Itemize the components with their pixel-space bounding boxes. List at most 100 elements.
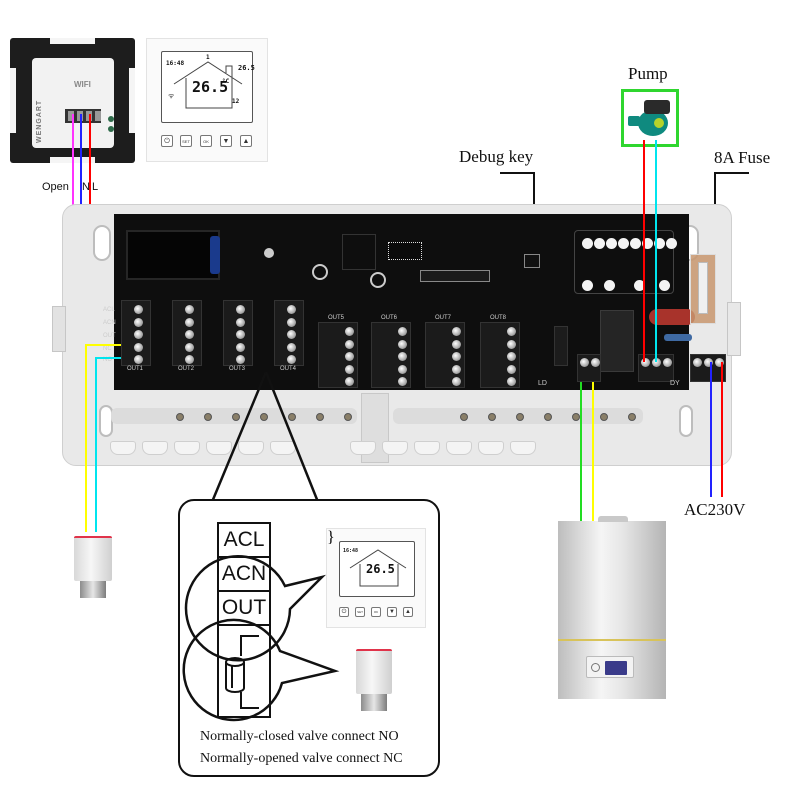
terminal-screw[interactable] [287, 355, 296, 364]
terminal-screw[interactable] [507, 364, 516, 374]
terminal-screw[interactable] [134, 355, 143, 364]
terminal-screw[interactable] [134, 330, 143, 339]
terminal-screw[interactable] [345, 377, 354, 386]
house-outline-icon [349, 549, 407, 587]
terminal-screw[interactable] [287, 330, 296, 339]
down-button[interactable]: ▼ [220, 135, 232, 147]
terminal-screw[interactable] [398, 352, 407, 361]
output-label: OUT8 [490, 315, 507, 321]
terminal-screw[interactable] [236, 305, 245, 314]
fuse-leader [714, 172, 749, 174]
terminal-screw[interactable] [236, 317, 245, 327]
clamp-screw [600, 413, 608, 421]
terminal-screw[interactable] [641, 358, 650, 367]
terminal-screw[interactable] [507, 377, 516, 386]
clamp-screw [260, 413, 268, 421]
terminal-block-out1[interactable] [121, 300, 151, 366]
mount-tab [50, 38, 95, 44]
terminal-screw[interactable] [398, 327, 407, 336]
actuator-body [356, 649, 392, 694]
terminal-screw[interactable] [507, 352, 516, 361]
terminal-block-out6[interactable] [371, 322, 411, 388]
terminal-screw[interactable] [591, 358, 600, 367]
terminal-screw[interactable] [185, 317, 194, 327]
terminal-screw[interactable] [185, 342, 194, 352]
terminal-block-out7[interactable] [425, 322, 465, 388]
wire-mains-l [721, 362, 723, 497]
power-label: AC230V [684, 500, 746, 519]
terminal-block-out2[interactable] [172, 300, 202, 366]
terminal-screw[interactable] [652, 358, 661, 367]
terminal-screw[interactable] [236, 342, 245, 352]
cable-clip [478, 441, 504, 455]
terminal-block-out8[interactable] [480, 322, 520, 388]
terminal-screw[interactable] [185, 305, 194, 314]
terminal-screw[interactable] [398, 364, 407, 374]
output-led-1 [582, 238, 593, 249]
terminal-screw[interactable] [345, 339, 354, 349]
terminal-screw[interactable] [345, 352, 354, 361]
terminal-block-out5[interactable] [318, 322, 358, 388]
output-led-7 [654, 238, 665, 249]
thermal-actuator-image [74, 536, 112, 598]
actuator-body [74, 536, 112, 581]
terminal-screw[interactable] [134, 305, 143, 314]
terminal-screw[interactable] [287, 342, 296, 352]
wire-pump-n [655, 140, 657, 362]
terminal-screw[interactable] [507, 327, 516, 336]
terminal-block-out3[interactable] [223, 300, 253, 366]
terminal-screw[interactable] [452, 327, 461, 336]
transformer [126, 230, 220, 280]
cable-clip [382, 441, 408, 455]
wifi-label: WIFI [74, 80, 91, 89]
terminal-screw[interactable] [236, 330, 245, 339]
set-button[interactable]: SET [180, 135, 192, 147]
ok-button[interactable]: OK [200, 135, 212, 147]
terminal-block-out4[interactable] [274, 300, 304, 366]
wire-label-n: N [82, 181, 90, 193]
terminal-screw[interactable] [185, 330, 194, 339]
up-button[interactable]: ▲ [240, 135, 252, 147]
lcd-program: 1 [206, 54, 210, 61]
terminal-screw[interactable] [287, 317, 296, 327]
terminal-screw[interactable] [452, 364, 461, 374]
terminal-screw[interactable] [452, 339, 461, 349]
lcd-time: 16:48 [166, 60, 185, 67]
film-capacitor [649, 309, 695, 325]
terminal-screw[interactable] [287, 305, 296, 314]
pump-face [652, 116, 666, 130]
terminal-screw[interactable] [715, 358, 724, 367]
pump-image [621, 89, 679, 147]
strip-label-out: OUT [219, 592, 269, 626]
terminal-screw[interactable] [345, 364, 354, 374]
terminal-screw[interactable] [236, 355, 245, 364]
cable-clip [206, 441, 232, 455]
terminal-screw[interactable] [507, 339, 516, 349]
debug-key-button[interactable] [524, 254, 540, 268]
power-button[interactable]: ⏻ [161, 135, 173, 147]
callout-down-button: ▼ [387, 607, 397, 617]
output-label: OUT7 [435, 315, 452, 321]
output-label: OUT6 [381, 315, 398, 321]
terminal-screw[interactable] [580, 358, 589, 367]
terminal-screw[interactable] [663, 358, 672, 367]
terminal-screw[interactable] [134, 342, 143, 352]
terminal-screw[interactable] [134, 317, 143, 327]
pump-inlet [628, 116, 640, 126]
wire-label-l: L [92, 181, 99, 193]
terminal-screw[interactable] [704, 358, 713, 367]
buzzer [370, 272, 386, 288]
capacitor [264, 248, 274, 258]
fuse [698, 262, 708, 314]
terminal-screw[interactable] [398, 377, 407, 386]
boiler-terminal-block[interactable] [577, 354, 601, 382]
thermostat-lcd: 16:48 1 26.5 °C 26.5 12 ᯤ [161, 51, 255, 123]
terminal-screw[interactable] [693, 358, 702, 367]
terminal-screw[interactable] [452, 377, 461, 386]
terminal-screw[interactable] [452, 352, 461, 361]
terminal-screw[interactable] [345, 327, 354, 336]
terminal-screw[interactable] [185, 355, 194, 364]
terminal-screw[interactable] [398, 339, 407, 349]
debug-key-label: Debug key [459, 147, 534, 166]
power-terminal-block[interactable] [690, 354, 726, 382]
